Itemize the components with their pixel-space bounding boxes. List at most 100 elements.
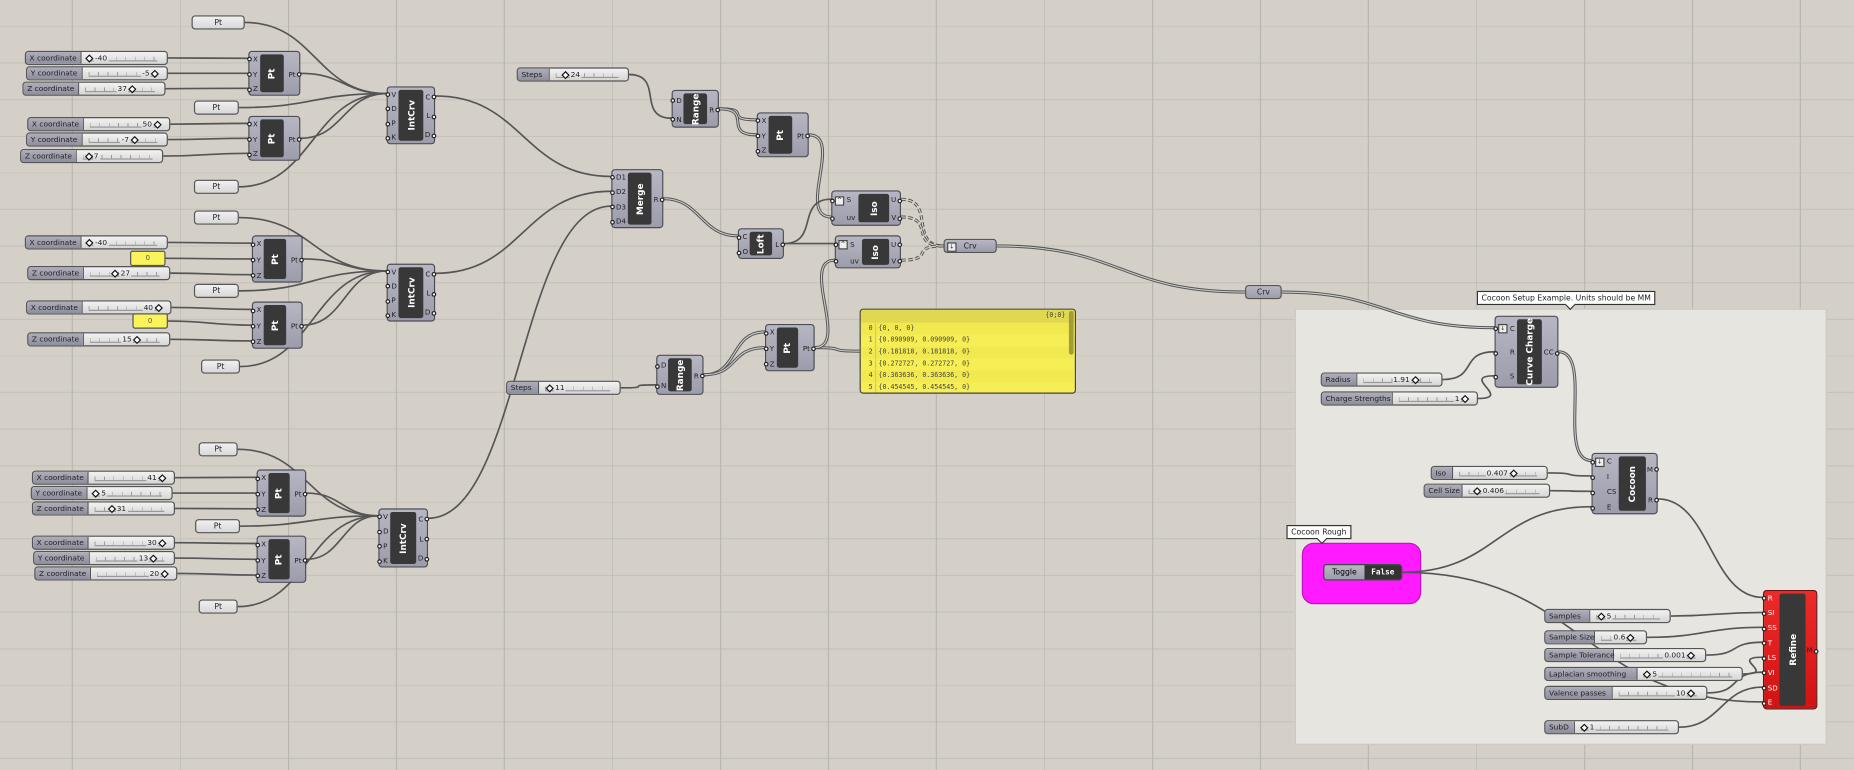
input-port-z[interactable]: Z — [261, 572, 266, 580]
slider-track[interactable]: 30 — [91, 537, 168, 549]
input-port-z[interactable]: Z — [261, 506, 266, 514]
output-grip[interactable] — [897, 198, 902, 203]
input-grip[interactable] — [1493, 351, 1498, 356]
input-port-x[interactable]: X — [761, 117, 766, 125]
value-panel[interactable]: 0 — [132, 313, 167, 328]
input-grip[interactable] — [385, 136, 390, 141]
slider-value-group[interactable]: 5 — [1598, 610, 1612, 622]
output-grip[interactable] — [432, 272, 437, 277]
param-pt[interactable]: Pt — [194, 284, 239, 298]
slider-value-group[interactable]: 11 — [547, 382, 566, 394]
output-port-m[interactable]: M — [1647, 465, 1653, 473]
input-grip[interactable] — [251, 308, 256, 313]
input-grip[interactable] — [255, 476, 260, 481]
input-grip[interactable] — [385, 299, 390, 304]
output-grip[interactable] — [897, 259, 902, 264]
slider-track[interactable]: 1 — [1577, 721, 1672, 733]
input-grip[interactable] — [385, 107, 390, 112]
input-port-z[interactable]: Z — [253, 150, 258, 158]
slider-value-group[interactable]: 0.406 — [1474, 485, 1505, 497]
input-port-k[interactable]: K — [391, 311, 396, 319]
slider-handle-icon[interactable] — [84, 152, 92, 160]
input-grip[interactable] — [255, 542, 260, 547]
input-port-x[interactable]: X — [261, 474, 266, 482]
input-port-n[interactable]: N — [661, 382, 666, 390]
input-grip[interactable] — [610, 205, 615, 210]
output-grip[interactable] — [432, 311, 437, 316]
slider-value-group[interactable]: -7 — [120, 134, 137, 146]
input-grip[interactable] — [670, 98, 675, 103]
input-port-uv[interactable]: uv — [847, 214, 856, 222]
input-grip[interactable] — [764, 346, 769, 351]
slider-value-group[interactable]: 5 — [1644, 668, 1658, 680]
input-port-d[interactable]: D — [676, 96, 681, 104]
slider-handle-icon[interactable] — [149, 554, 157, 562]
input-grip[interactable] — [247, 57, 252, 62]
output-port-c[interactable]: C — [418, 515, 423, 523]
slider-value-group[interactable]: 10 — [1675, 687, 1694, 699]
input-grip[interactable] — [385, 121, 390, 126]
slider-track[interactable]: 5 — [1593, 610, 1664, 622]
output-grip[interactable] — [432, 114, 437, 119]
output-port-u[interactable]: U — [891, 196, 896, 204]
input-grip[interactable] — [377, 529, 382, 534]
flatten-icon[interactable]: ↓ — [1498, 324, 1507, 333]
slider-track[interactable]: -7 — [85, 134, 161, 146]
input-port-ss[interactable]: SS — [1768, 624, 1777, 632]
slider-handle-icon[interactable] — [154, 303, 162, 311]
slider-value-group[interactable]: 5 — [93, 487, 107, 499]
output-port-c[interactable]: C — [425, 270, 430, 278]
input-port-x[interactable]: X — [261, 541, 266, 549]
input-port-c[interactable]: C — [1607, 458, 1612, 466]
input-port-v[interactable]: V — [391, 268, 396, 276]
input-grip[interactable] — [756, 149, 761, 154]
output-port-pt[interactable]: Pt — [294, 556, 301, 564]
slider-track[interactable]: 20 — [93, 568, 170, 580]
output-port-l[interactable]: L — [426, 290, 430, 298]
input-port-z[interactable]: Z — [257, 338, 262, 346]
slider-value-group[interactable]: 1 — [1454, 393, 1468, 405]
slider-track[interactable]: 0.001 — [1616, 649, 1699, 661]
param-pt[interactable]: Pt — [194, 101, 239, 115]
input-port-r[interactable]: R — [1768, 595, 1773, 603]
slider-handle-icon[interactable] — [546, 384, 554, 392]
slider-handle-icon[interactable] — [85, 54, 93, 62]
input-port-t[interactable]: T — [1768, 639, 1772, 647]
output-grip[interactable] — [700, 374, 705, 379]
slider-track[interactable]: 0.406 — [1465, 485, 1543, 497]
input-grip[interactable] — [737, 235, 742, 240]
output-grip[interactable] — [1814, 649, 1819, 654]
output-port-r[interactable]: R — [709, 106, 714, 114]
input-grip[interactable] — [385, 313, 390, 318]
input-grip[interactable] — [1493, 375, 1498, 380]
input-grip[interactable] — [1762, 701, 1767, 706]
output-grip[interactable] — [805, 134, 810, 139]
output-port-pt[interactable]: Pt — [294, 490, 301, 498]
output-port-d[interactable]: D — [418, 555, 423, 563]
slider-track[interactable]: 7 — [79, 150, 156, 162]
output-grip[interactable] — [780, 242, 785, 247]
input-grip[interactable] — [255, 574, 260, 579]
input-grip[interactable] — [670, 117, 675, 122]
input-port-d[interactable]: D — [383, 528, 388, 536]
slider-handle-icon[interactable] — [1643, 670, 1651, 678]
input-port-x[interactable]: X — [253, 55, 258, 63]
input-port-o[interactable]: O — [743, 248, 749, 256]
input-port-v[interactable]: V — [383, 513, 388, 521]
slider-value-group[interactable]: -5 — [141, 67, 158, 79]
output-grip[interactable] — [424, 557, 429, 562]
input-port-vi[interactable]: VI — [1768, 669, 1775, 677]
output-port-pt[interactable]: Pt — [803, 345, 810, 353]
input-port-y[interactable]: Y — [253, 135, 257, 143]
slider-value-group[interactable]: 0.001 — [1663, 649, 1694, 661]
output-port-cc[interactable]: CC — [1544, 349, 1554, 357]
